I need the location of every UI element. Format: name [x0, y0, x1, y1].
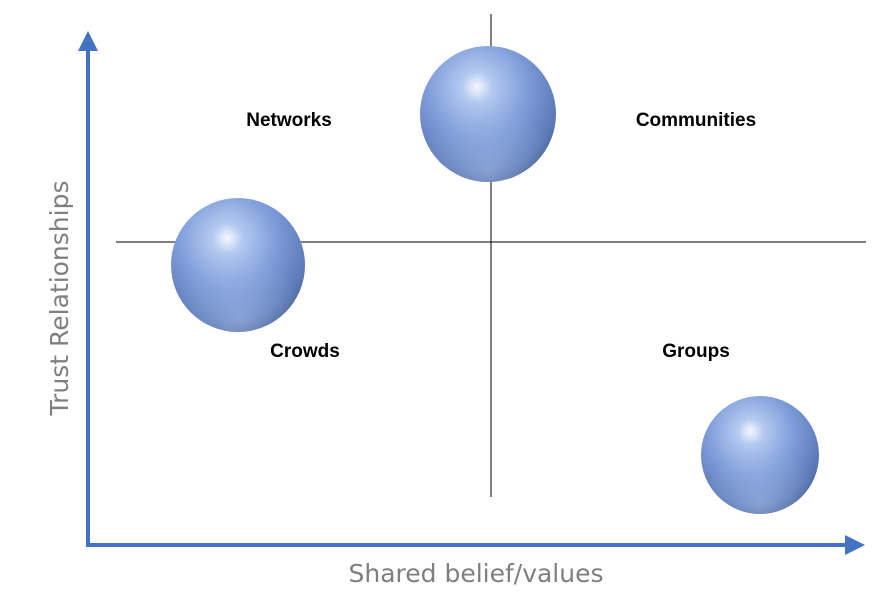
x-axis-label: Shared belief/values: [348, 559, 603, 588]
x-axis-arrowhead: [845, 535, 865, 555]
quadrant-label-crowds: Crowds: [270, 341, 340, 362]
sphere-communities: [420, 46, 556, 182]
quadrant-label-networks: Networks: [246, 110, 332, 131]
quadrant-label-groups: Groups: [662, 341, 730, 362]
sphere-groups: [701, 396, 819, 514]
quadrant-label-communities: Communities: [636, 110, 756, 131]
y-axis-label: Trust Relationships: [45, 181, 74, 417]
y-axis-arrowhead: [78, 31, 98, 51]
sphere-crowds: [171, 198, 305, 332]
